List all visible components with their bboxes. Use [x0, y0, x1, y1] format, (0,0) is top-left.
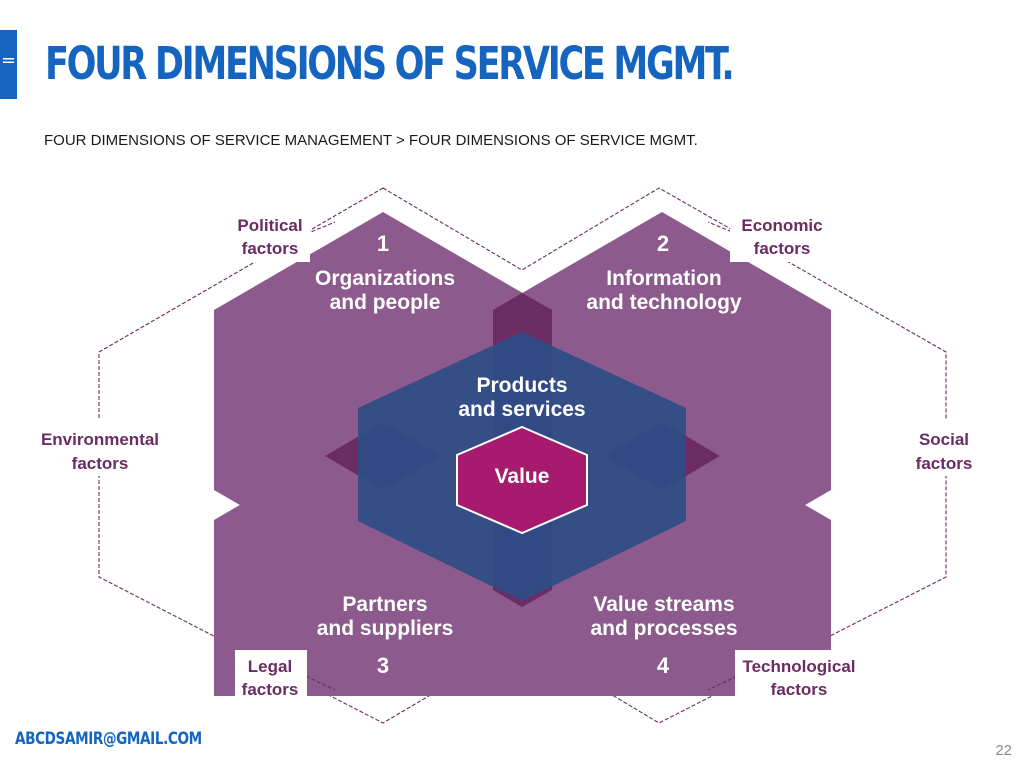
dimension-1-line2: and people — [330, 291, 441, 314]
external-factors-outline — [98, 187, 947, 724]
leader-economic — [707, 221, 738, 235]
leader-political — [305, 221, 336, 235]
dimension-4-number: 4 — [657, 653, 670, 678]
value-label: Value — [495, 465, 550, 488]
value-hexagon — [456, 425, 588, 535]
page-number: 22 — [995, 742, 1012, 759]
legal-factors-line2: factors — [242, 680, 299, 699]
footer-email: ABCDSAMIR@GMAIL.COM — [15, 729, 202, 749]
political-factors-line1: Political — [237, 216, 302, 235]
hamburger-icon: = — [1, 50, 17, 71]
dimension-1-number: 1 — [377, 231, 389, 256]
leader-legal — [305, 675, 336, 691]
dimension-4-line1: Value streams — [593, 593, 734, 616]
dimension-2-number: 2 — [657, 231, 669, 256]
environmental-factors-line2: factors — [72, 454, 129, 473]
dimension-2-line1: Information — [606, 267, 722, 290]
dimension-3-line1: Partners — [342, 593, 427, 616]
technological-factors-line1: Technological — [742, 657, 855, 676]
slide-title: FOUR DIMENSIONS OF SERVICE MGMT. — [45, 37, 735, 90]
dimension-2-line2: and technology — [586, 291, 741, 314]
dimension-3-number: 3 — [377, 653, 389, 678]
leader-technological — [707, 675, 738, 691]
environmental-factors-line1: Environmental — [41, 430, 159, 449]
menu-button[interactable]: = — [0, 30, 17, 99]
social-factors-line1: Social — [919, 430, 969, 449]
breadcrumb: FOUR DIMENSIONS OF SERVICE MANAGEMENT > … — [44, 132, 698, 149]
social-factors-line2: factors — [916, 454, 973, 473]
dimension-4-line2: and processes — [590, 617, 737, 640]
economic-factors-line2: factors — [754, 239, 811, 258]
technological-factors-line2: factors — [771, 680, 828, 699]
products-services-line1: Products — [476, 374, 567, 397]
legal-factors-line1: Legal — [248, 657, 292, 676]
economic-factors-line1: Economic — [741, 216, 822, 235]
dimension-1-line1: Organizations — [315, 267, 455, 290]
dimension-3-line2: and suppliers — [317, 617, 454, 640]
political-factors-line2: factors — [242, 239, 299, 258]
products-services-line2: and services — [458, 398, 585, 421]
